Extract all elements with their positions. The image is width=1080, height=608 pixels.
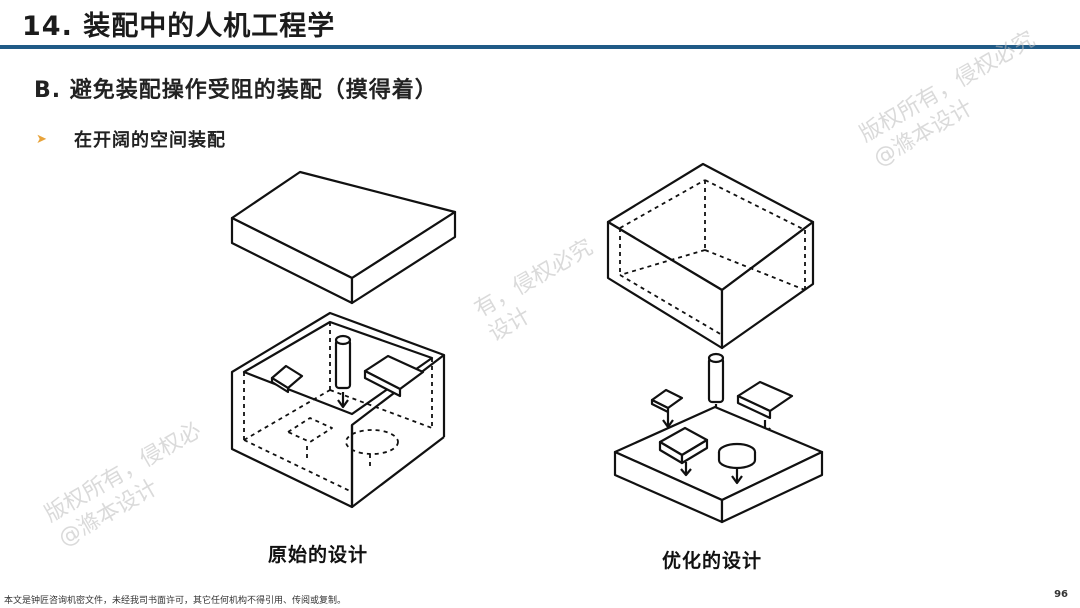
bullet-item: ➤ 在开阔的空间装配 xyxy=(36,126,226,152)
right-base-plate xyxy=(613,405,824,524)
page-number: 96 xyxy=(1054,589,1068,600)
title-rule xyxy=(0,45,1080,49)
section-heading: B. 避免装配操作受阻的装配（摸得着） xyxy=(34,78,438,103)
right-box-cover xyxy=(606,162,815,350)
right-floating-parts xyxy=(650,352,794,437)
left-lid xyxy=(230,170,457,305)
bullet-text: 在开阔的空间装配 xyxy=(74,130,226,151)
left-open-box xyxy=(230,311,446,509)
left-figure-caption: 原始的设计 xyxy=(268,544,369,566)
arrow-bullet-icon: ➤ xyxy=(36,131,47,147)
page-title: 14. 装配中的人机工程学 xyxy=(22,11,336,42)
footer-notice: 本文是钟匠咨询机密文件，未经我司书面许可，其它任何机构不得引用、传阅或复制。 xyxy=(4,596,347,606)
right-figure-caption: 优化的设计 xyxy=(662,550,763,572)
